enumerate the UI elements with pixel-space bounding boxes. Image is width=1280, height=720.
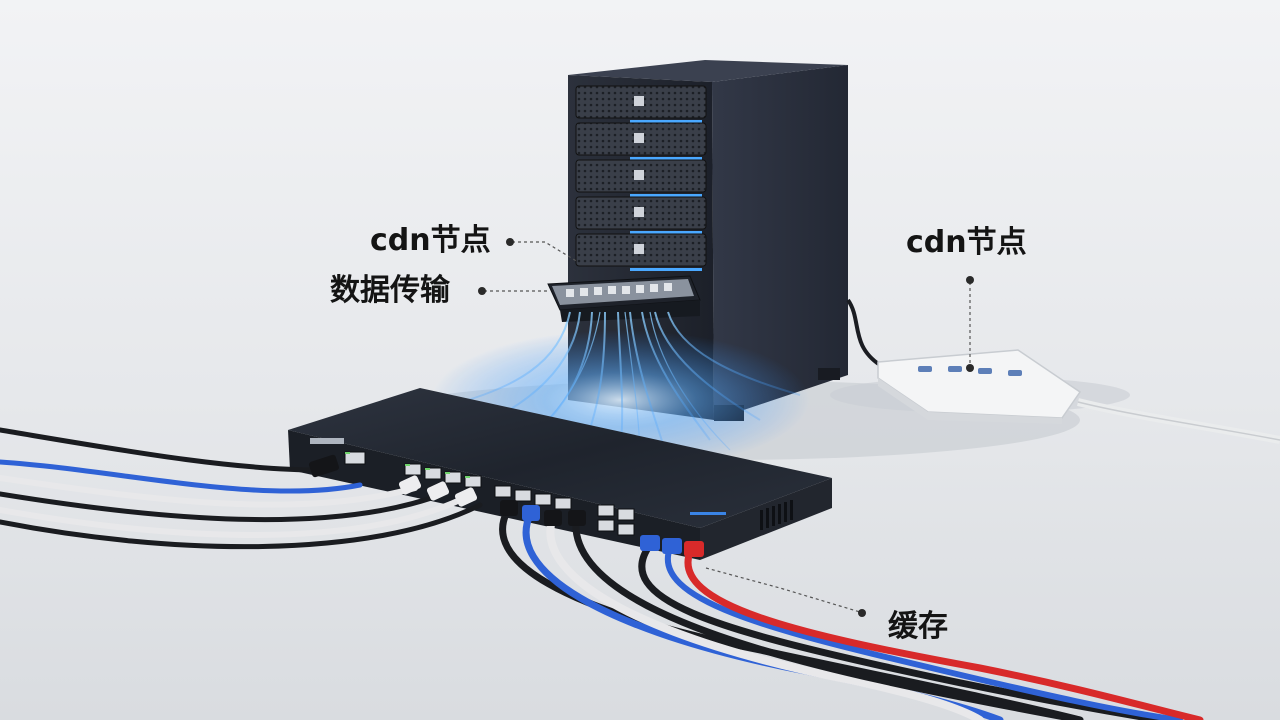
label-data-transfer: 数据传输	[330, 273, 450, 308]
label-cdn-node-left: cdn节点	[370, 223, 491, 258]
label-cache: 缓存	[888, 609, 948, 644]
cable-plugs-left	[308, 454, 478, 507]
callout-dots	[478, 238, 974, 617]
cables-bottom	[499, 506, 1204, 720]
cables-left	[0, 427, 483, 550]
power-strip	[877, 349, 1280, 444]
label-cdn-node-right: cdn节点	[906, 225, 1027, 260]
callout-leaders	[484, 241, 971, 613]
switch-ports	[344, 451, 635, 536]
network-switch	[288, 388, 832, 560]
cable-plugs-bottom	[500, 500, 704, 557]
drive-bays	[575, 85, 707, 271]
